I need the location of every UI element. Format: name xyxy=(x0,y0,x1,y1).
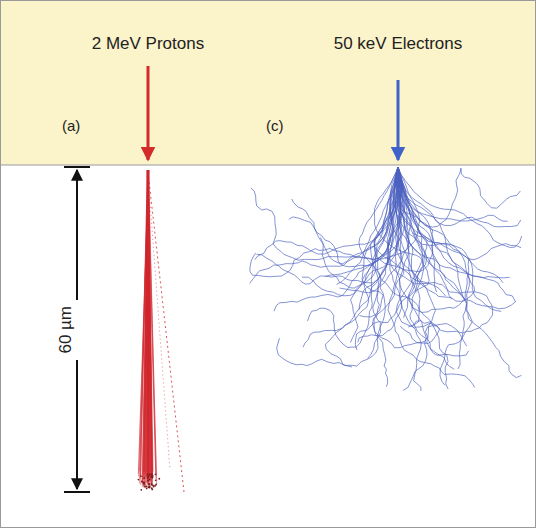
vacuum-band xyxy=(0,0,536,165)
proton-tracks xyxy=(138,170,184,492)
panel-letter: (a) xyxy=(62,117,80,134)
proton-beam-arrow xyxy=(147,66,150,160)
electron-beam-arrow xyxy=(397,80,400,160)
panel-letter: (c) xyxy=(266,117,284,134)
electron-tracks xyxy=(250,167,522,391)
beam-label: 50 keV Electrons xyxy=(334,34,463,54)
beam-label: 2 MeV Protons xyxy=(92,34,204,54)
surface-line xyxy=(0,164,536,165)
dimension-label: 60 µm xyxy=(56,303,76,357)
